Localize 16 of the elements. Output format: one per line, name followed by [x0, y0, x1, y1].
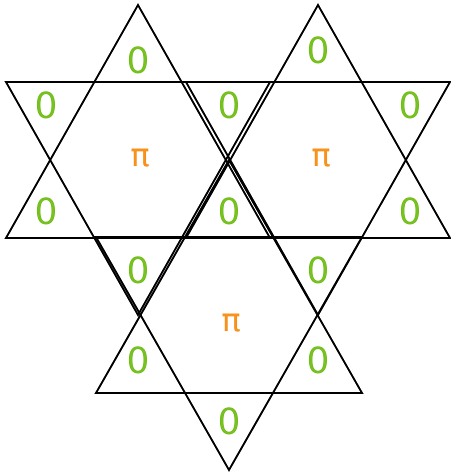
math-label: 0 — [126, 254, 150, 290]
math-label: 0 — [34, 195, 58, 231]
math-label: 0 — [218, 405, 240, 441]
math-label: 0 — [218, 89, 240, 125]
math-label: 0 — [126, 344, 150, 380]
math-label: 0 — [126, 44, 150, 80]
math-label: 0 — [34, 89, 58, 125]
math-label: 0 — [398, 89, 422, 125]
math-label: 0 — [306, 34, 330, 70]
math-label: 0 — [218, 195, 240, 231]
math-label: π — [311, 139, 331, 171]
math-label: π — [221, 304, 241, 336]
math-label: π — [130, 139, 150, 171]
math-label: 0 — [398, 195, 422, 231]
math-label: 0 — [306, 254, 330, 290]
math-label: 0 — [306, 344, 330, 380]
